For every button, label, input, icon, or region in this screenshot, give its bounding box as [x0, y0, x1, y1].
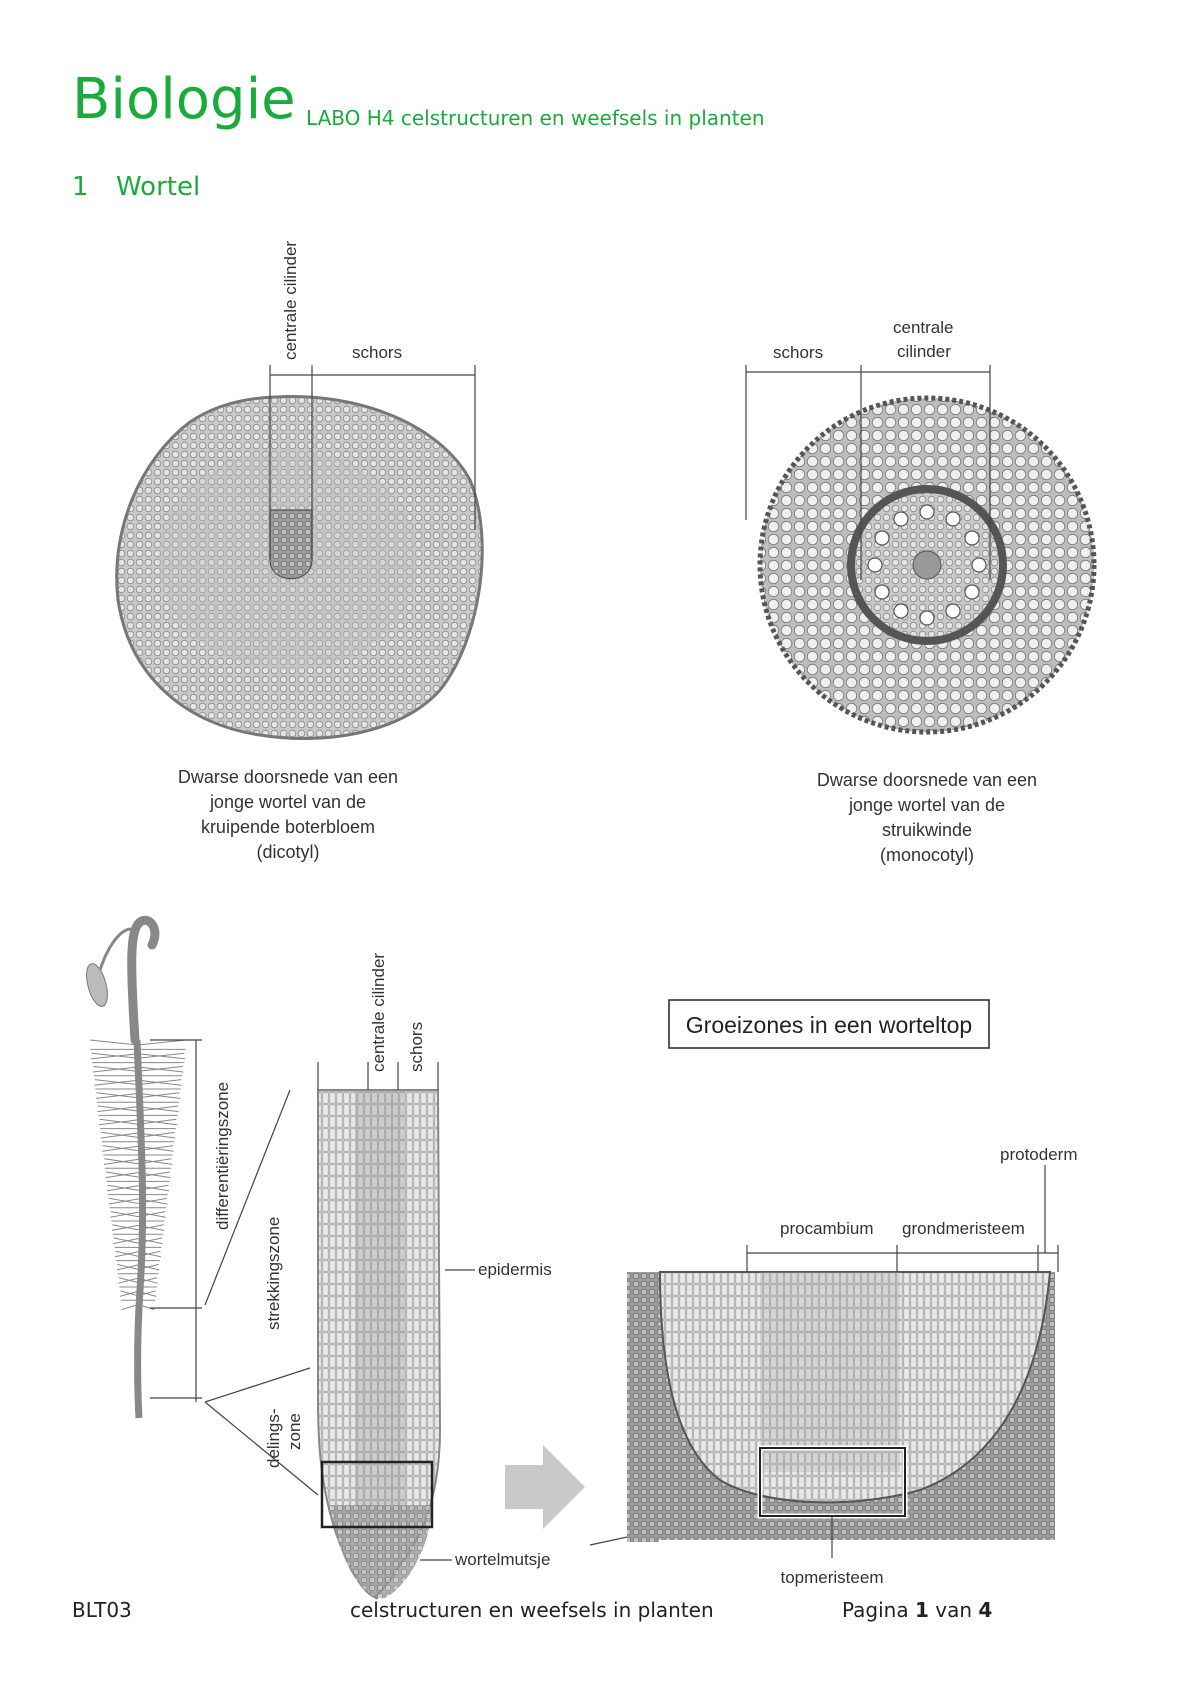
tip-label-rootcap: wortelmutsje: [454, 1550, 550, 1569]
dicot-caption-line-2: jonge wortel van de: [209, 792, 366, 812]
label-division-zone-2: zone: [285, 1413, 304, 1450]
seedling-root-hairs: [89, 1039, 187, 1311]
connector-mid: [204, 1367, 311, 1403]
growth-zones-title-box: Groeizones in een worteltop: [668, 999, 990, 1049]
connector-low: [204, 1401, 319, 1496]
monocot-caption-line-3: struikwinde: [882, 820, 972, 840]
label-differentiation-zone: differentiëringszone: [213, 1082, 232, 1230]
dicot-label-cortex: schors: [352, 343, 402, 362]
section-title: Wortel: [116, 172, 201, 202]
dicot-caption-line-3: kruipende boterbloem: [201, 817, 375, 837]
monocot-label-central-1: centrale: [893, 318, 953, 337]
section-number: 1: [72, 172, 89, 202]
monocot-label-cortex: schors: [773, 343, 823, 362]
label-protoderm: protoderm: [1000, 1145, 1077, 1164]
label-division-zone-1: delings-: [264, 1408, 283, 1468]
root-tip-central-strand: [355, 1090, 405, 1510]
arrow-right-icon: [505, 1445, 585, 1529]
footer-page-total: 4: [978, 1598, 993, 1622]
seedling-stem: [127, 915, 160, 1045]
dicot-caption-line-1: Dwarse doorsnede van een: [178, 767, 398, 787]
footer-page-number: Pagina 1 van 4: [842, 1598, 992, 1622]
seedling-hook: [98, 927, 136, 971]
seedling-drawing: differentiëringszone strekkingszone deli…: [86, 915, 319, 1496]
monocot-cross-section: schors centrale cilinder Dwarse doorsned…: [745, 318, 1097, 865]
label-ground-meristem: grondmeristeem: [902, 1219, 1025, 1238]
growth-zones-box-border: [668, 999, 990, 1049]
tip-label-central-cylinder: centrale cilinder: [369, 953, 388, 1072]
magnified-root-body: [658, 1271, 1052, 1504]
dicot-central-cylinder: [269, 509, 313, 580]
label-procambium: procambium: [780, 1219, 874, 1238]
page-subtitle: LABO H4 celstructuren en weefsels in pla…: [306, 106, 765, 130]
seedling-cotyledon: [86, 963, 108, 1007]
footer-page-current: 1: [914, 1598, 929, 1622]
label-elongation-zone: strekkingszone: [264, 1217, 283, 1330]
root-tip-highlight-box: [320, 1460, 434, 1529]
footer-page-prefix: Pagina: [842, 1598, 909, 1622]
dicot-label-central-cylinder: centrale cilinder: [281, 241, 300, 360]
footer-code: BLT03: [72, 1598, 132, 1622]
connector-top: [204, 1089, 291, 1306]
root-tip-longitudinal: centrale cilinder schors epidermis worte…: [317, 953, 661, 1600]
tip-label-epidermis: epidermis: [478, 1260, 552, 1279]
label-apical-meristem: topmeristeem: [781, 1568, 884, 1587]
monocot-caption-line-2: jonge wortel van de: [848, 795, 1005, 815]
footer-title: celstructuren en weefsels in planten: [350, 1598, 714, 1622]
seedling-root: [133, 1039, 147, 1419]
monocot-caption-line-1: Dwarse doorsnede van een: [817, 770, 1037, 790]
monocot-label-central-2: cilinder: [897, 342, 951, 361]
magnified-root-tip: procambium grondmeristeem protoderm topm…: [627, 1145, 1077, 1587]
monocot-xylem-ring: [867, 504, 987, 626]
monocot-caption-line-4: (monocotyl): [880, 845, 974, 865]
growth-zones-title: Groeizones in een worteltop: [686, 1012, 972, 1038]
root-tip-cap: [330, 1505, 432, 1599]
monocot-pith: [912, 550, 942, 580]
dicot-caption-line-4: (dicotyl): [256, 842, 319, 862]
magnified-bottom-mask: [659, 1540, 1059, 1550]
section-heading: 1 Wortel: [72, 172, 200, 202]
page-title: Biologie: [72, 67, 296, 132]
dicot-cross-section: centrale cilinder schors Dwarse doorsned…: [115, 241, 484, 862]
tip-label-cortex: schors: [407, 1022, 426, 1072]
footer-page-sep: van: [935, 1598, 973, 1622]
magnified-procambium: [760, 1272, 900, 1472]
